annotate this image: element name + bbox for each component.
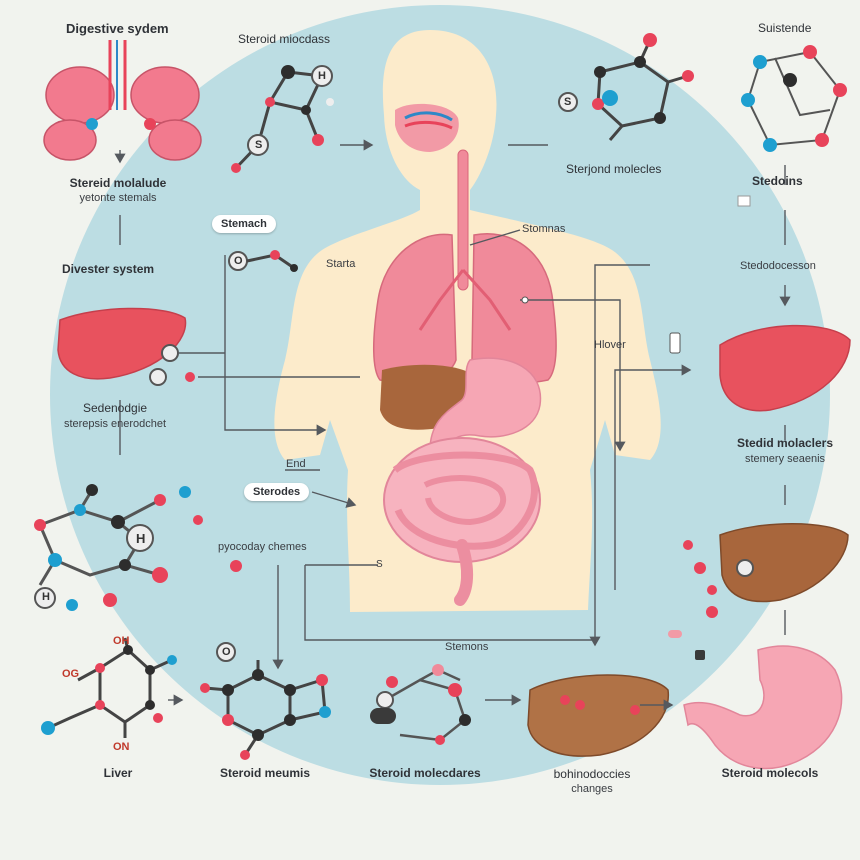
label-steroid-molecules-upper-right: Sterjond molecles [566,162,662,176]
liver-bottom-brown [527,674,669,757]
atom-h-top: H [318,70,326,82]
stomach-pill: Stemach [212,215,276,233]
atom-o-mid: O [222,646,231,658]
organ-pair-top-left [43,40,202,161]
label-stomnas: Stomnas [522,223,566,235]
stomach-bottom-right [683,645,843,770]
atom-oh: OH [113,635,130,647]
lungs [373,233,557,384]
atom-og: OG [62,668,80,680]
steroides-pill: Sterodes [244,483,310,501]
atom-s-top: S [255,139,263,151]
esophagus [457,149,469,291]
human-body [274,30,661,612]
atom-on: ON [113,741,130,753]
liver-right-brown [719,523,849,603]
atom-h-left: H [136,531,146,546]
label-digestive-system-top: Digestive sydem [66,21,169,36]
label-steroins-right: Stedoins [752,174,803,188]
label-substance-top: Suistende [758,21,812,35]
label-pyocoday: pyocoday chemes [218,541,307,553]
label-hlover: Hlover [594,339,626,351]
connector-lines [114,139,791,711]
label-s: S [376,559,383,570]
liver-right-red [719,324,851,412]
atom-o-stomach: O [234,255,243,267]
label-steroid-molecule-left-2: yetonte stemals [79,192,157,204]
label-steroid-molecules-top: Steroid miocdass [238,32,331,46]
label-bohinodoccies-1: bohinodoccies [553,767,631,781]
label-steroid-molecules-right-1: Stedid molaclers [736,436,834,450]
label-starta: Starta [326,258,356,270]
label-steroid-molecules-right-2: stemery seaenis [744,453,826,465]
label-digestive-system-left: Divester system [62,262,155,276]
label-sedenodgie-1: Sedenodgie [82,401,148,415]
intestines [383,437,541,606]
label-end: End [286,458,306,470]
label-steroid-meumis: Steroid meumis [219,766,311,780]
label-bohinodoccies-2: changes [571,783,613,795]
label-steroid-molecule-left-1: Stereid molalude [69,176,167,190]
atom-s-upper-right: S [564,96,572,108]
label-sedenodgie-2: sterepsis enerodchet [63,418,167,430]
stomach-body [429,357,542,457]
mouth-cavity [395,103,459,152]
label-steroid-molecdares: Steroid molecdares [369,766,481,780]
label-stemons: Stemons [445,641,489,653]
label-liver-bottom: Liver [103,766,133,780]
label-steroid-molecols: Steroid molecols [721,766,819,780]
atom-h-left2: H [42,591,50,603]
label-stedodoceeson: Stedodocesson [740,260,816,272]
